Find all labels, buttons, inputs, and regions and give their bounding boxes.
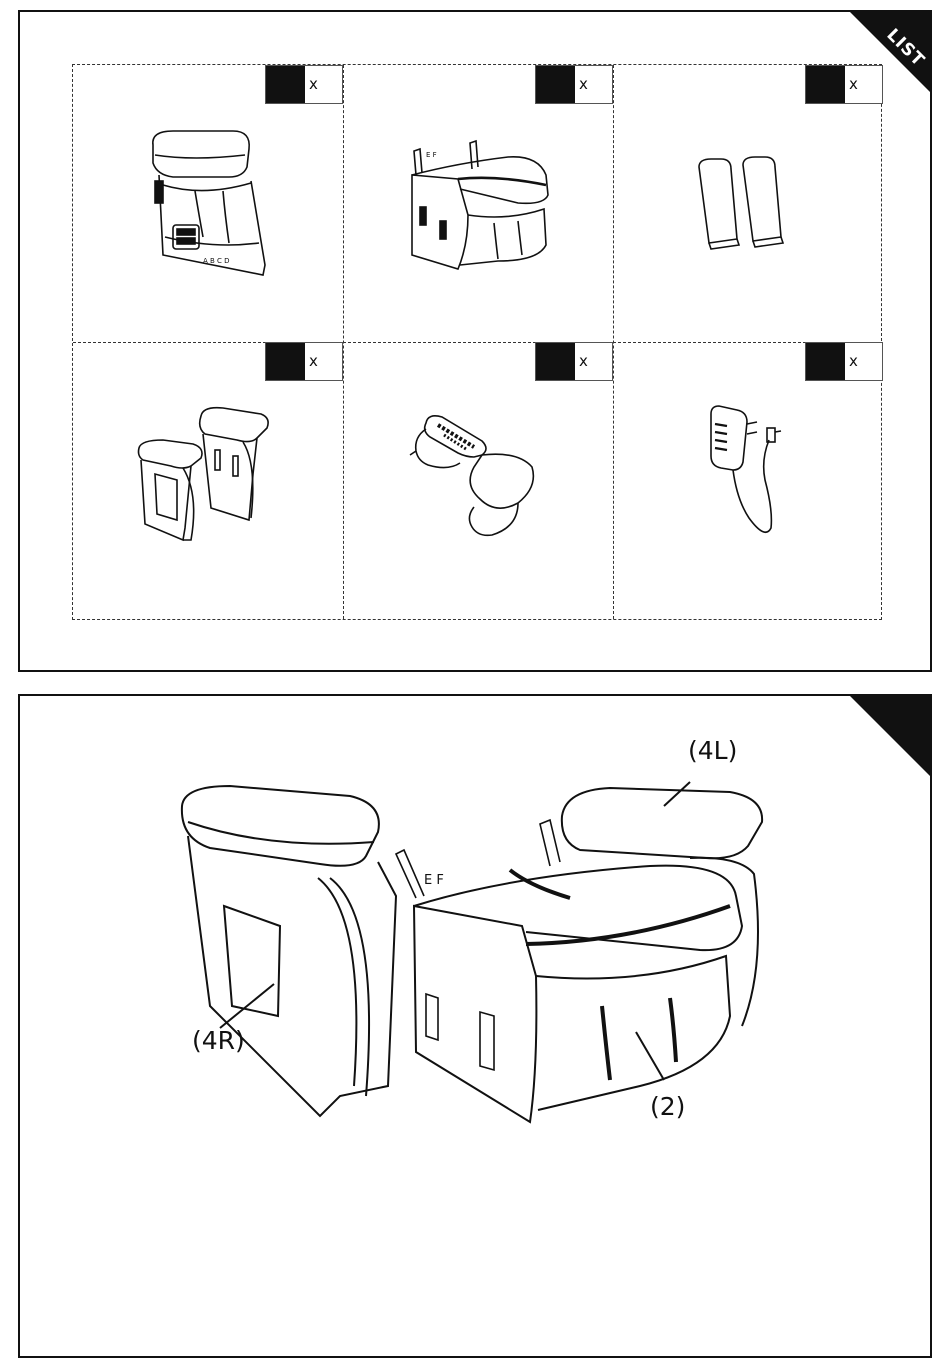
quantity-box: x: [805, 65, 883, 104]
quantity-box: x: [265, 342, 343, 381]
part-cell-remote-control: x: [343, 342, 613, 621]
part-cell-cushion-pads: x: [613, 65, 883, 342]
part-cell-backrest: x A B C D: [73, 65, 343, 342]
part-cell-power-adapter: x: [613, 342, 883, 621]
bracket-labels: E F: [424, 873, 444, 888]
armrests-icon: [133, 404, 283, 564]
part-cell-seat-base: x E F: [343, 65, 613, 342]
assembly-illustration: E F: [170, 766, 770, 1136]
quantity-box: x: [265, 65, 343, 104]
quantity-box: x: [535, 65, 613, 104]
power-adapter-icon: [703, 400, 793, 570]
remote-control-icon: [408, 407, 548, 557]
backrest-icon: A B C D: [133, 125, 283, 285]
connector-labels: E F: [426, 151, 437, 159]
cushion-pads-icon: [693, 155, 803, 265]
callout-left-armrest: (4L): [688, 736, 737, 765]
callout-seat: (2): [650, 1092, 685, 1121]
left-armrest-drawing: [562, 788, 762, 1026]
quantity-box: x: [535, 342, 613, 381]
seat-base-icon: E F: [398, 135, 558, 285]
callout-right-armrest: (4R): [192, 1026, 245, 1055]
part-cell-armrests: x: [73, 342, 343, 621]
seat-base-drawing: E F: [396, 820, 742, 1122]
right-armrest-drawing: [182, 786, 396, 1116]
assembly-step-panel: E F (4L) (4R) (2): [18, 694, 932, 1358]
parts-list-panel: LIST x A B C D: [18, 10, 932, 672]
connector-labels: A B C D: [203, 257, 230, 265]
quantity-box: x: [805, 342, 883, 381]
parts-grid: x A B C D x: [72, 64, 882, 620]
corner-tab: [848, 694, 932, 778]
